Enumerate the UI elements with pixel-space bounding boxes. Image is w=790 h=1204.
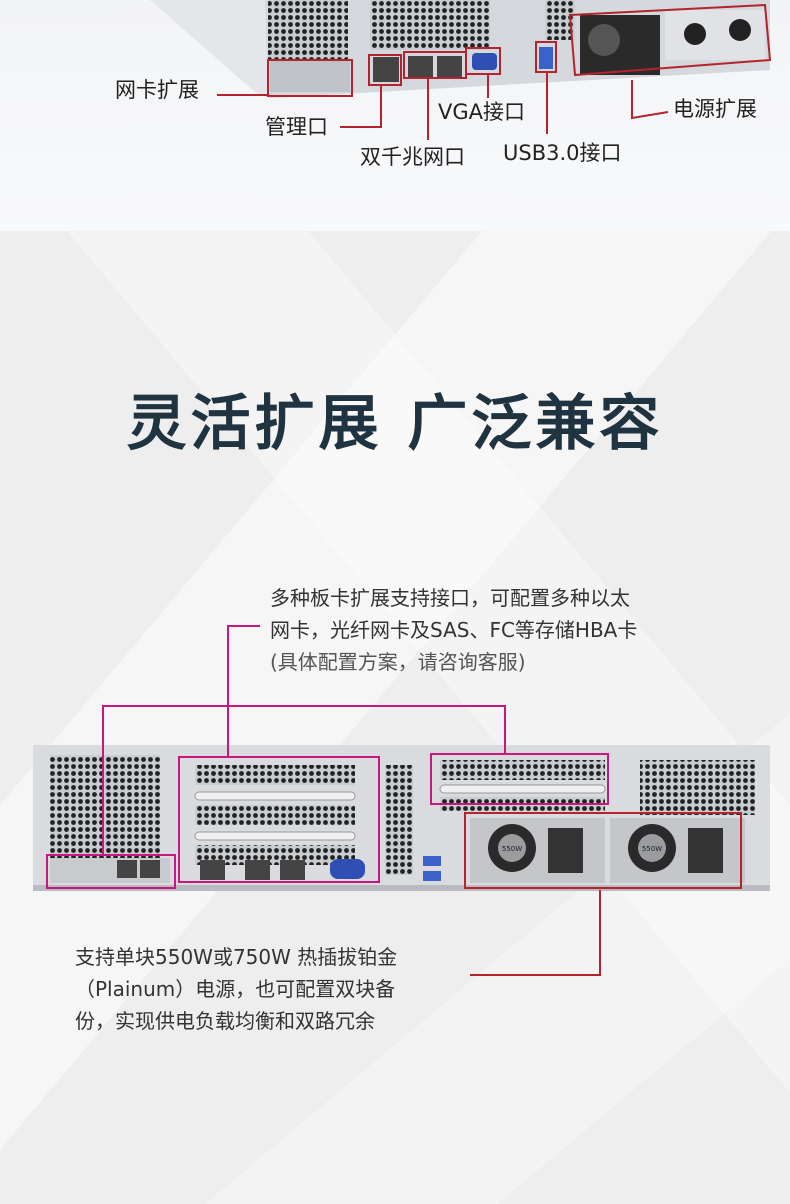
power-desc-line: 支持单块550W或750W 热插拔铂金 <box>75 945 398 969</box>
power-description: 支持单块550W或750W 热插拔铂金 （Plainum）电源，也可配置双块备 … <box>75 941 397 1037</box>
psu-1 <box>470 818 605 883</box>
power-desc-line: （Plainum）电源，也可配置双块备 <box>75 977 396 1001</box>
power-desc-line: 份，实现供电负载均衡和双路冗余 <box>75 1009 375 1033</box>
psu-label: 550W <box>502 845 522 853</box>
label-nic-expansion: 网卡扩展 <box>115 78 199 102</box>
pcie-slots-left <box>194 765 356 865</box>
bottom-section <box>0 231 790 1204</box>
label-vga-port: VGA接口 <box>438 100 526 124</box>
psu-label: 550W <box>642 845 662 853</box>
section-title: 灵活扩展 广泛兼容 <box>126 389 664 459</box>
label-management-port: 管理口 <box>265 115 328 139</box>
psu-2 <box>610 818 745 883</box>
expansion-desc-line: 多种板卡扩展支持接口，可配置多种以太 <box>270 586 630 610</box>
expansion-description: 多种板卡扩展支持接口，可配置多种以太 网卡，光纤网卡及SAS、FC等存储HBA卡… <box>270 582 637 678</box>
expansion-desc-line: (具体配置方案，请咨询客服) <box>270 650 526 674</box>
label-dual-gigabit: 双千兆网口 <box>360 145 465 169</box>
label-usb-port: USB3.0接口 <box>503 141 622 165</box>
server-rear-angled-image <box>150 0 772 140</box>
expansion-desc-line: 网卡，光纤网卡及SAS、FC等存储HBA卡 <box>270 618 638 642</box>
label-power-expansion: 电源扩展 <box>673 97 757 121</box>
